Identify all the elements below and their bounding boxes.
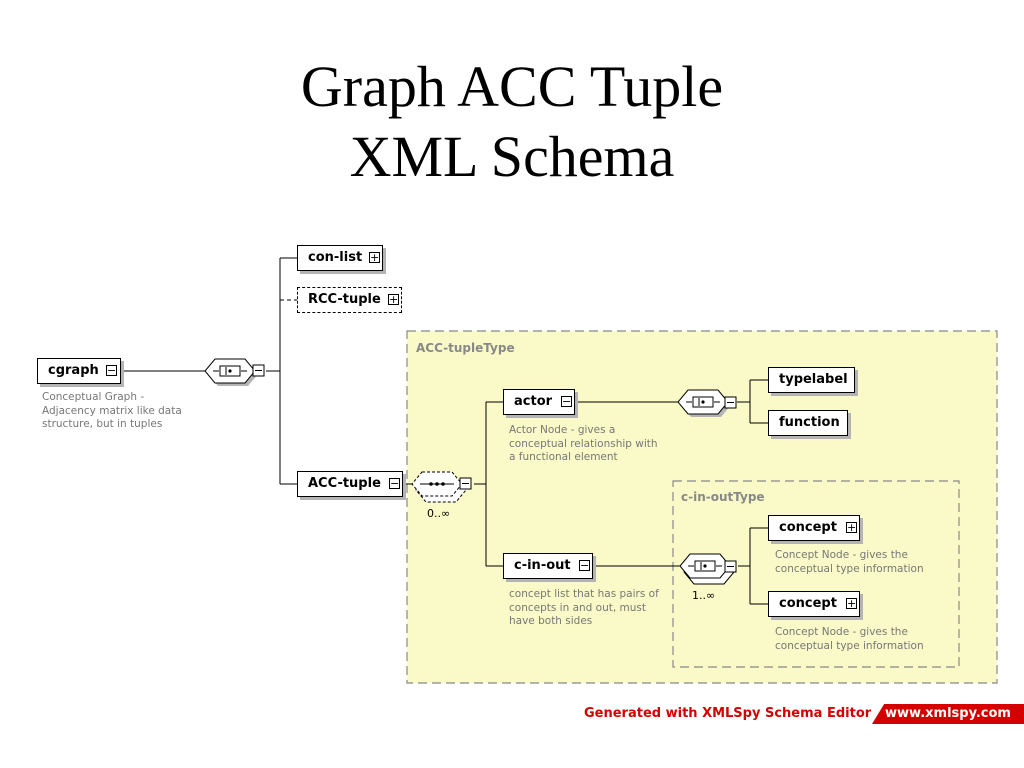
desc-line: Actor Node - gives a xyxy=(509,424,616,436)
choice-compositor-icon xyxy=(204,358,258,386)
sequence-compositor-icon xyxy=(411,471,467,503)
element-acc-tuple[interactable]: ACC-tuple − xyxy=(297,471,403,497)
element-label: actor xyxy=(514,394,553,409)
desc-line: conceptual type information xyxy=(775,639,924,652)
c-in-out-description: concept list that has pairs of concepts … xyxy=(509,588,659,629)
element-label: con-list xyxy=(308,250,363,265)
element-label: function xyxy=(779,415,840,430)
collapse-icon[interactable]: − xyxy=(561,395,572,408)
title-line-2: XML Schema xyxy=(349,124,675,189)
generated-by-text: Generated with XMLSpy Schema Editor xyxy=(584,706,872,721)
desc-line: conceptual relationship with xyxy=(509,437,658,450)
desc-line: Conceptual Graph - xyxy=(42,391,145,403)
occurrence-label: 1..∞ xyxy=(692,589,716,602)
expand-icon[interactable]: + xyxy=(388,293,399,306)
desc-line: Concept Node - gives the xyxy=(775,626,908,638)
desc-line: a functional element xyxy=(509,451,618,463)
collapse-icon[interactable]: − xyxy=(579,559,590,572)
collapse-icon[interactable]: − xyxy=(389,477,400,490)
desc-line: have both sides xyxy=(509,615,593,627)
collapse-icon[interactable]: − xyxy=(106,364,117,377)
element-cgraph[interactable]: cgraph − xyxy=(37,358,121,384)
choice-compositor-icon xyxy=(679,553,735,585)
cgraph-description: Conceptual Graph - Adjacency matrix like… xyxy=(42,391,182,432)
desc-line: Concept Node - gives the xyxy=(775,549,908,561)
concept-in-description: Concept Node - gives the conceptual type… xyxy=(775,549,924,576)
type-name-c-in-out: c-in-outType xyxy=(681,490,765,504)
element-label: RCC-tuple xyxy=(308,292,381,307)
desc-line: Adjacency matrix like data xyxy=(42,404,182,417)
desc-line: structure, but in tuples xyxy=(42,418,163,430)
element-label: cgraph xyxy=(48,363,99,378)
c-in-out-type-box xyxy=(672,480,960,668)
occurrence-label: 0..∞ xyxy=(427,507,451,520)
expand-icon[interactable]: + xyxy=(846,521,857,534)
element-typelabel[interactable]: typelabel xyxy=(768,367,855,393)
element-con-list[interactable]: con-list + xyxy=(297,245,383,271)
element-label: typelabel xyxy=(779,372,848,387)
expand-icon[interactable]: + xyxy=(846,597,857,610)
element-label: concept xyxy=(779,520,837,535)
element-label: c-in-out xyxy=(514,558,571,573)
element-c-in-out[interactable]: c-in-out − xyxy=(503,553,593,579)
actor-description: Actor Node - gives a conceptual relation… xyxy=(509,424,658,465)
element-concept-out[interactable]: concept + xyxy=(768,591,860,617)
element-function[interactable]: function xyxy=(768,410,848,436)
concept-out-description: Concept Node - gives the conceptual type… xyxy=(775,626,924,653)
expand-icon[interactable]: + xyxy=(369,251,380,264)
element-concept-in[interactable]: concept + xyxy=(768,515,860,541)
desc-line: concepts in and out, must xyxy=(509,601,647,614)
element-rcc-tuple[interactable]: RCC-tuple + xyxy=(297,287,402,313)
sequence-compositor-icon xyxy=(677,389,731,417)
title-line-1: Graph ACC Tuple xyxy=(300,54,724,119)
desc-line: conceptual type information xyxy=(775,562,924,575)
element-label: concept xyxy=(779,596,837,611)
type-name-acc-tuple: ACC-tupleType xyxy=(416,341,515,355)
desc-line: concept list that has pairs of xyxy=(509,588,659,600)
element-actor[interactable]: actor − xyxy=(503,389,575,415)
element-label: ACC-tuple xyxy=(308,476,381,491)
xmlspy-link[interactable]: www.xmlspy.com xyxy=(872,704,1024,724)
